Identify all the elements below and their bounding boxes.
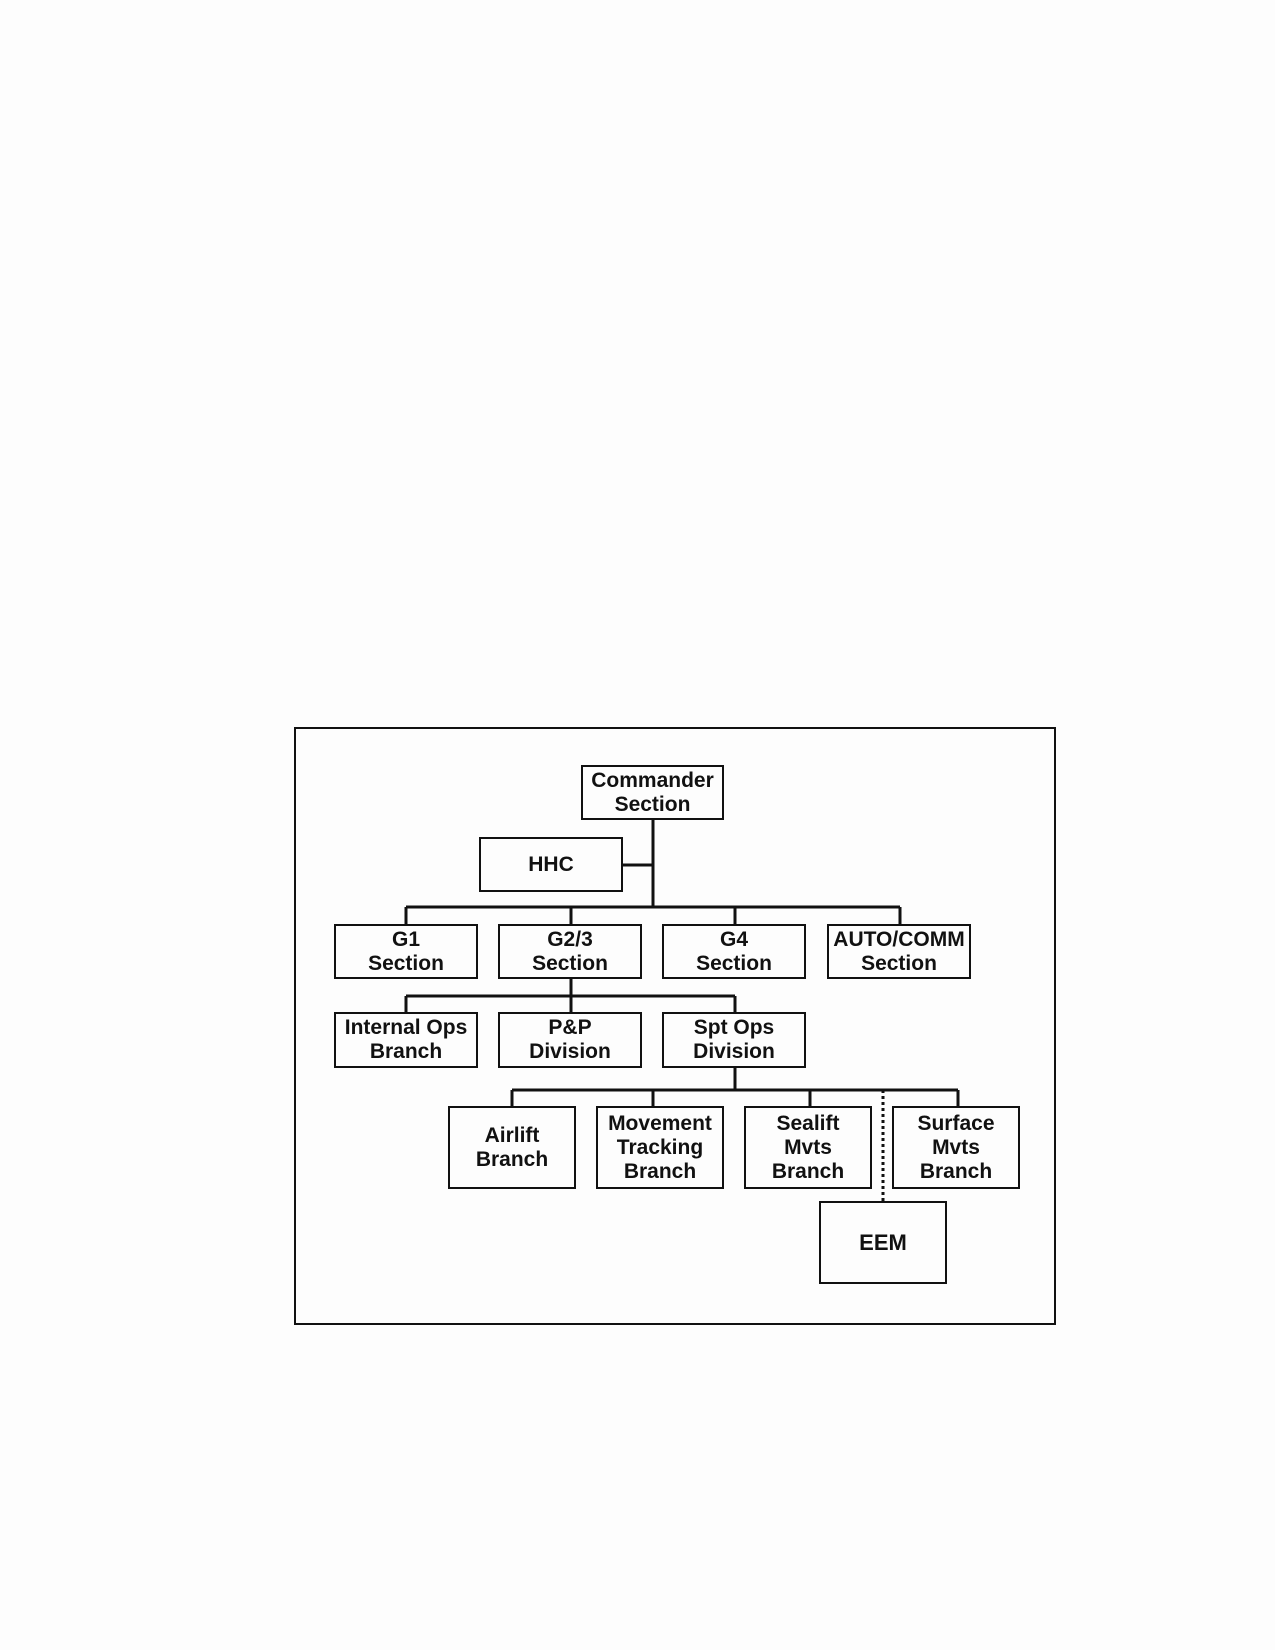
g4-section-box: G4 Section <box>662 924 806 979</box>
g1-section-box: G1 Section <box>334 924 478 979</box>
commander-section-box: Commander Section <box>581 765 724 820</box>
internal-ops-branch-box: Internal Ops Branch <box>334 1012 478 1068</box>
autocomm-section-box: AUTO/COMM Section <box>827 924 971 979</box>
spt-ops-division-box: Spt Ops Division <box>662 1012 806 1068</box>
g23-section-box: G2/3 Section <box>498 924 642 979</box>
hhc-box: HHC <box>479 837 623 892</box>
airlift-branch-box: Airlift Branch <box>448 1106 576 1189</box>
pp-division-box: P&P Division <box>498 1012 642 1068</box>
eem-box: EEM <box>819 1201 947 1284</box>
surface-mvts-branch-box: Surface Mvts Branch <box>892 1106 1020 1189</box>
diagram-frame <box>294 727 1056 1325</box>
movement-tracking-branch-box: Movement Tracking Branch <box>596 1106 724 1189</box>
sealift-mvts-branch-box: Sealift Mvts Branch <box>744 1106 872 1189</box>
